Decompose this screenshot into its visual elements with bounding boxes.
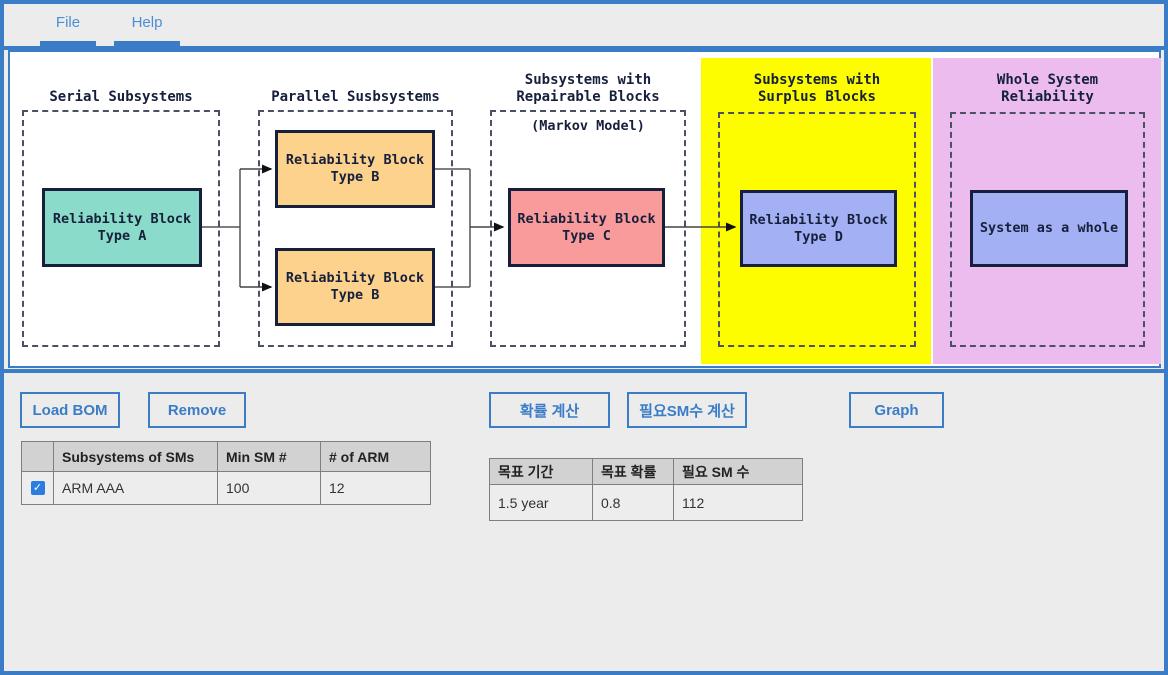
bom-col-subsystems: Subsystems of SMs xyxy=(53,441,218,472)
calc-cell-period: 1.5 year xyxy=(489,484,593,521)
block-label-line: Reliability Block xyxy=(285,152,425,168)
bom-table-header-row: Subsystems of SMs Min SM # # of ARM xyxy=(21,441,431,472)
reliability-diagram-canvas: Serial Subsystems Parallel Susbsystems S… xyxy=(8,50,1161,368)
graph-button[interactable]: Graph xyxy=(849,392,944,428)
bom-table-row: ✓ ARM AAA 100 12 xyxy=(21,471,431,505)
panel-title-line: Subsystems with xyxy=(524,72,652,88)
panel-title-line: Whole System xyxy=(996,72,1099,88)
calc-cell-required-sm: 112 xyxy=(673,484,803,521)
menu-item-help[interactable]: Help xyxy=(114,4,180,46)
bom-cell-min-sm: 100 xyxy=(217,471,321,505)
block-label-line: Type B xyxy=(330,169,380,185)
block-label-line: Reliability Block xyxy=(517,210,656,227)
calc-cell-probability: 0.8 xyxy=(592,484,674,521)
bom-col-min-sm: Min SM # xyxy=(217,441,321,472)
block-label-line: Reliability Block xyxy=(52,210,192,227)
panel-title-line: Repairable Blocks xyxy=(516,89,660,105)
calc-col-target-period: 목표 기간 xyxy=(489,458,593,485)
calc-required-sm-button[interactable]: 필요SM수 계산 xyxy=(627,392,747,428)
panel-title-line: Subsystems with xyxy=(753,72,881,88)
bom-col-arm: # of ARM xyxy=(320,441,431,472)
menu-bar: File Help xyxy=(0,0,1168,50)
panel-title-whole-system: Whole System Reliability xyxy=(950,68,1145,106)
panel-title-repairable: Subsystems with Repairable Blocks xyxy=(490,68,686,106)
row-checkbox-cell: ✓ xyxy=(21,471,54,505)
panel-title-line: Serial Subsystems xyxy=(49,89,193,105)
panel-box-surplus xyxy=(718,112,916,347)
reliability-block-type-b-bottom: Reliability Block Type B xyxy=(275,248,435,326)
menu-item-file[interactable]: File xyxy=(40,4,96,46)
reliability-block-type-d: Reliability Block Type D xyxy=(740,190,897,267)
panel-title-line: Surplus Blocks xyxy=(757,89,876,105)
reliability-block-type-c: Reliability Block Type C xyxy=(508,188,665,267)
markov-model-note: (Markov Model) xyxy=(531,118,645,134)
panel-title-serial: Serial Subsystems xyxy=(22,68,220,106)
reliability-block-type-b-top: Reliability Block Type B xyxy=(275,130,435,208)
panel-box-whole-system xyxy=(950,112,1145,347)
calc-col-target-probability: 목표 확률 xyxy=(592,458,674,485)
bom-cell-arm: 12 xyxy=(320,471,431,505)
block-label-line: Type A xyxy=(97,227,147,244)
remove-button[interactable]: Remove xyxy=(148,392,246,428)
section-divider xyxy=(0,369,1168,373)
block-label-line: Type C xyxy=(562,227,611,244)
calc-col-required-sm: 필요 SM 수 xyxy=(673,458,803,485)
bom-table: Subsystems of SMs Min SM # # of ARM ✓ AR… xyxy=(21,441,431,505)
system-as-a-whole-block: System as a whole xyxy=(970,190,1128,267)
block-label-line: Reliability Block xyxy=(285,270,425,286)
block-label-line: Type B xyxy=(330,287,380,303)
block-label-line: Reliability Block xyxy=(749,211,888,228)
reliability-block-type-a: Reliability Block Type A xyxy=(42,188,202,267)
panel-title-surplus: Subsystems with Surplus Blocks xyxy=(718,68,916,106)
bom-cell-name: ARM AAA xyxy=(53,471,218,505)
row-checkbox[interactable]: ✓ xyxy=(30,481,45,495)
panel-title-line: Reliability xyxy=(1001,89,1094,105)
panel-title-parallel: Parallel Susbsystems xyxy=(258,68,453,106)
bom-col-checkbox xyxy=(21,441,54,472)
calc-probability-button[interactable]: 확률 계산 xyxy=(489,392,610,428)
panel-title-line: Parallel Susbsystems xyxy=(271,89,440,105)
calc-table: 목표 기간 목표 확률 필요 SM 수 1.5 year 0.8 112 xyxy=(489,458,803,521)
load-bom-button[interactable]: Load BOM xyxy=(20,392,120,428)
panel-box-repairable xyxy=(490,110,686,347)
block-label-line: Type D xyxy=(794,228,843,245)
calc-table-row: 1.5 year 0.8 112 xyxy=(489,484,803,521)
calc-table-header-row: 목표 기간 목표 확률 필요 SM 수 xyxy=(489,458,803,485)
block-label-line: System as a whole xyxy=(979,220,1119,236)
